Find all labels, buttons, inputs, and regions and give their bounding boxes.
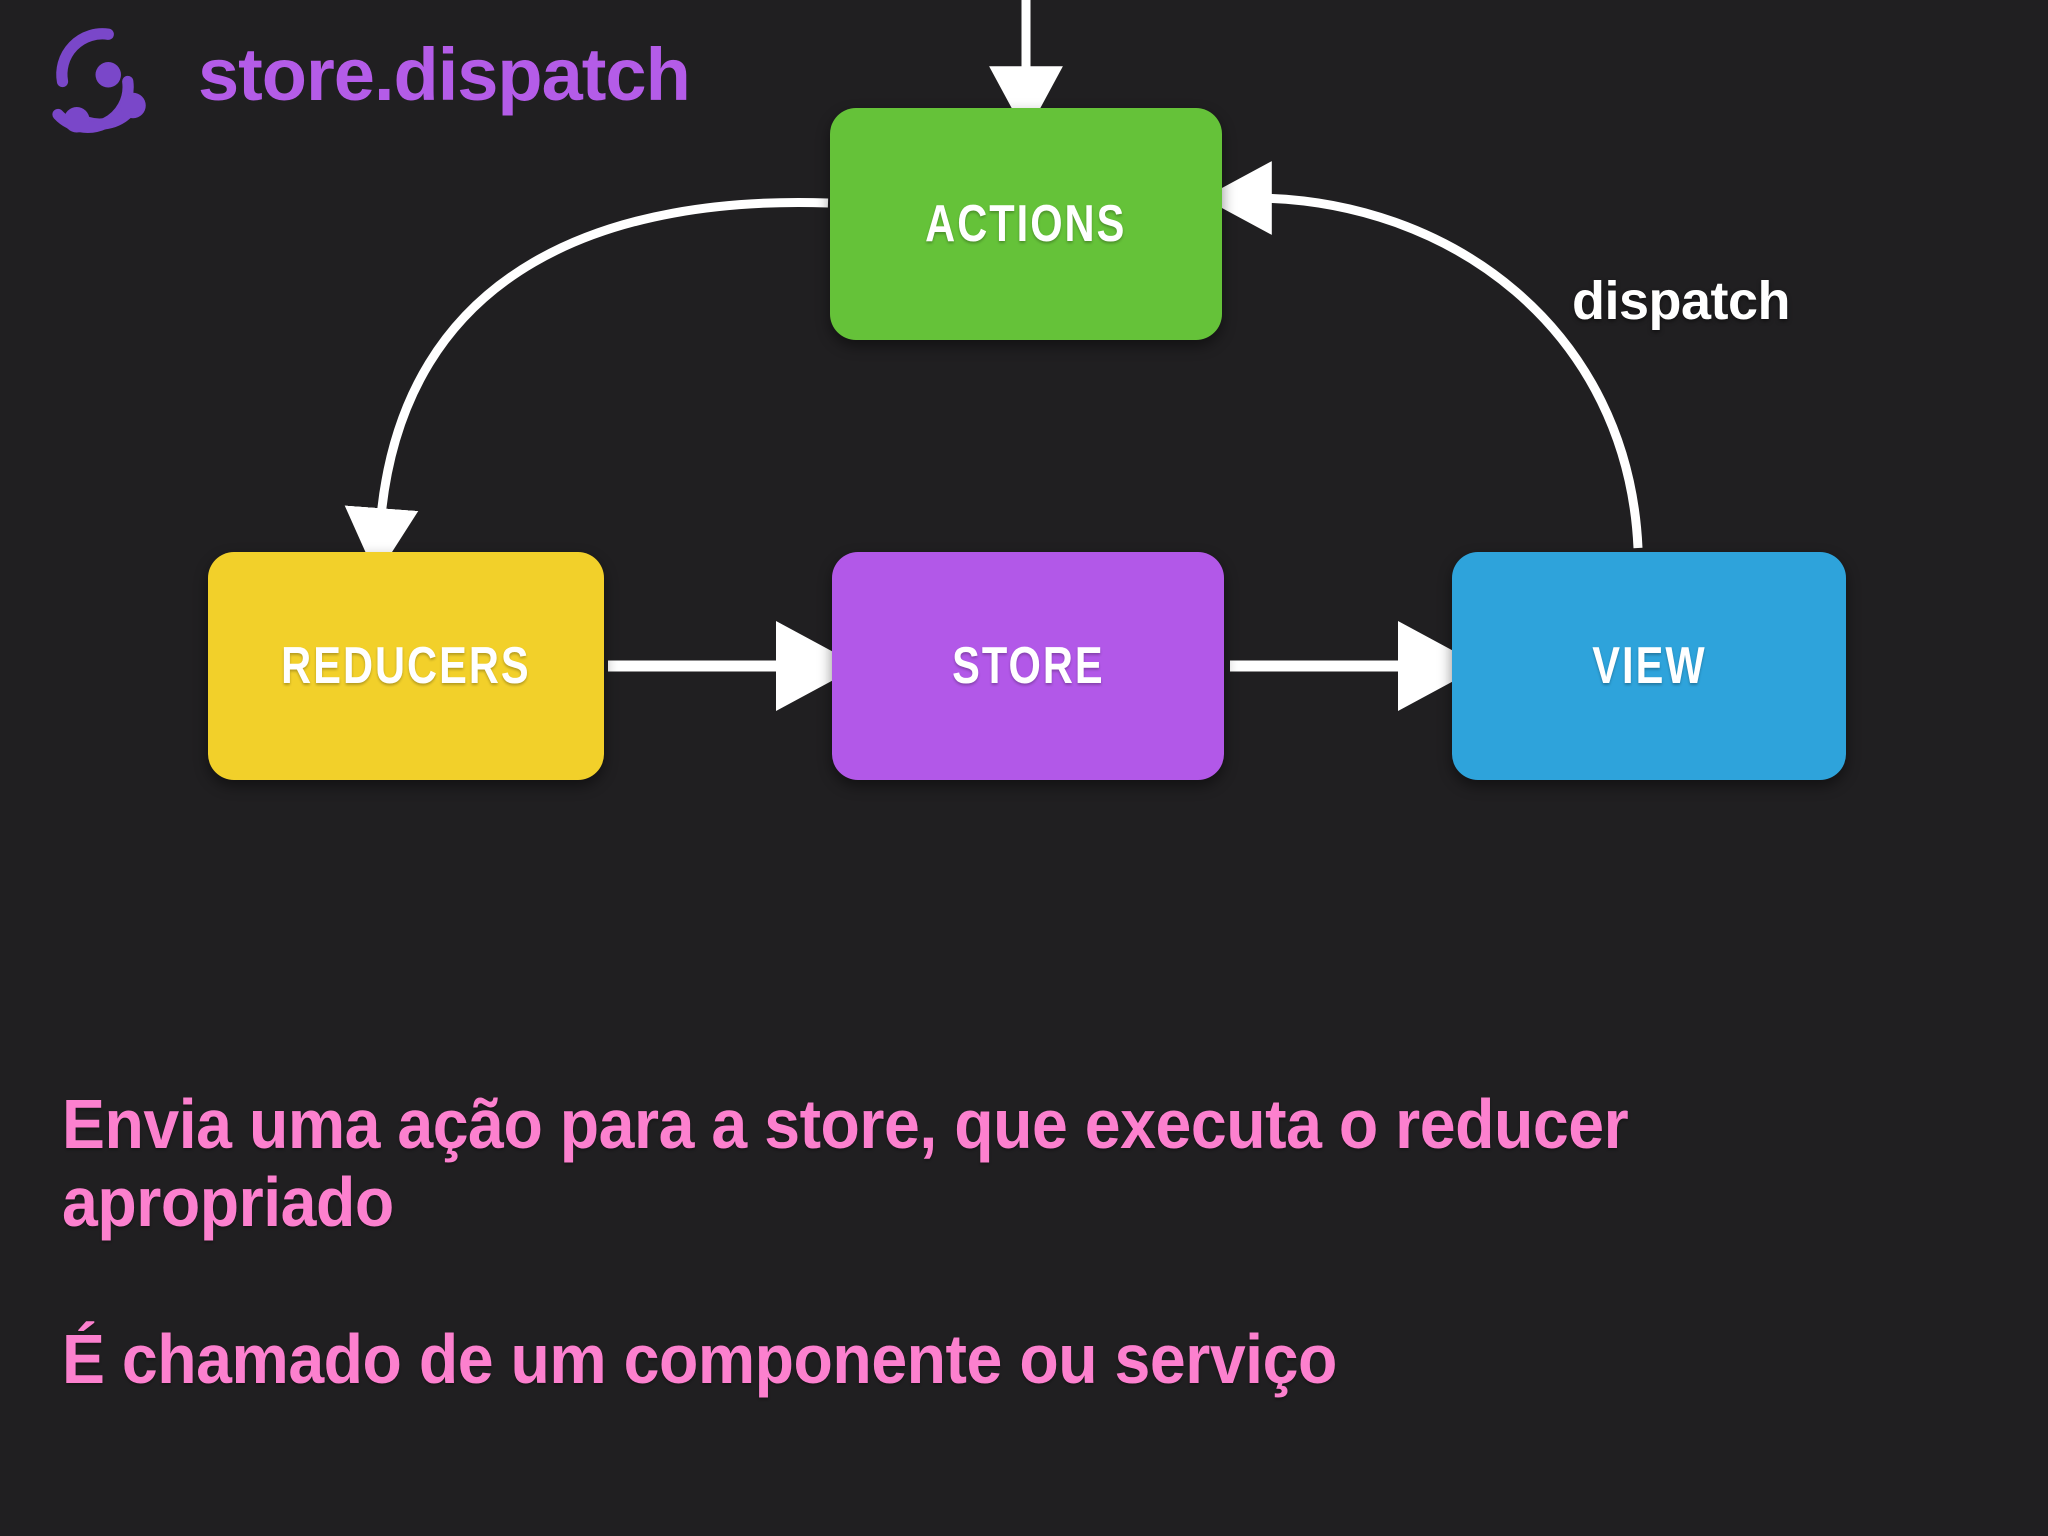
caption-block: Envia uma ação para a store, que executa… — [62, 1085, 2002, 1398]
redux-logo-icon — [52, 28, 146, 133]
page-title: store.dispatch — [198, 33, 691, 116]
edge-label-dispatch: dispatch — [1572, 271, 1791, 331]
node-label-view: VIEW — [1591, 637, 1707, 695]
node-label-actions: ACTIONS — [925, 195, 1127, 253]
diagram-node-view[interactable]: VIEW — [1452, 552, 1846, 780]
redux-node-left — [64, 107, 90, 133]
diagram-node-store[interactable]: STORE — [832, 552, 1224, 780]
arrow-actions-to-reducers — [344, 198, 829, 577]
caption-line-1: Envia uma ação para a store, que executa… — [62, 1085, 1629, 1242]
redux-node-right — [120, 92, 146, 119]
redux-node-top — [95, 62, 121, 88]
slide-header: store.dispatch — [22, 8, 691, 158]
diagram-node-actions[interactable]: ACTIONS — [830, 108, 1222, 340]
node-label-store: STORE — [951, 637, 1105, 695]
arrow-view-to-actions — [1203, 161, 1643, 549]
diagram-node-reducers[interactable]: REDUCERS — [208, 552, 604, 780]
node-label-reducers: REDUCERS — [281, 637, 531, 695]
caption-line-2: É chamado de um componente ou serviço — [62, 1319, 1337, 1398]
